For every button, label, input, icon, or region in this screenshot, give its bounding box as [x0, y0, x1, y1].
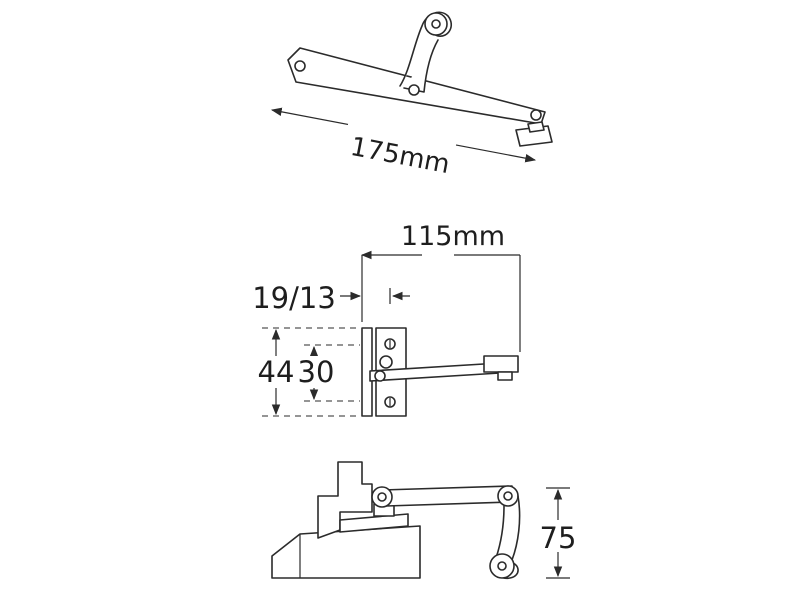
arm-pivot — [374, 370, 386, 382]
pivot-pin — [527, 121, 545, 133]
rivet-right — [530, 109, 542, 121]
dim-label-75: 75 — [540, 521, 577, 555]
frame-profile — [317, 461, 373, 539]
sill-base — [271, 525, 421, 579]
top-stay-view: 175mm — [270, 11, 553, 180]
side-arm-pivot-hole — [377, 492, 387, 502]
dim-label-19-13: 19/13 — [252, 281, 336, 315]
rivet-middle — [408, 84, 420, 96]
dim-label-115: 115mm — [401, 221, 505, 252]
arm-end-block — [483, 355, 519, 373]
dim-label-30: 30 — [298, 355, 335, 389]
side-arm — [381, 485, 513, 507]
middle-plate-view: 115mm 19/13 44 30 — [252, 221, 521, 417]
bottom-side-view: 75 — [271, 461, 580, 580]
side-handle-curl-hole — [497, 561, 507, 571]
dim-label-44: 44 — [258, 355, 295, 389]
arm-end-pin — [497, 371, 513, 381]
handle-curl-hole — [431, 19, 441, 29]
rivet-left — [294, 60, 306, 72]
side-arm-joint-hole — [503, 491, 513, 501]
pivot-top — [379, 355, 393, 369]
